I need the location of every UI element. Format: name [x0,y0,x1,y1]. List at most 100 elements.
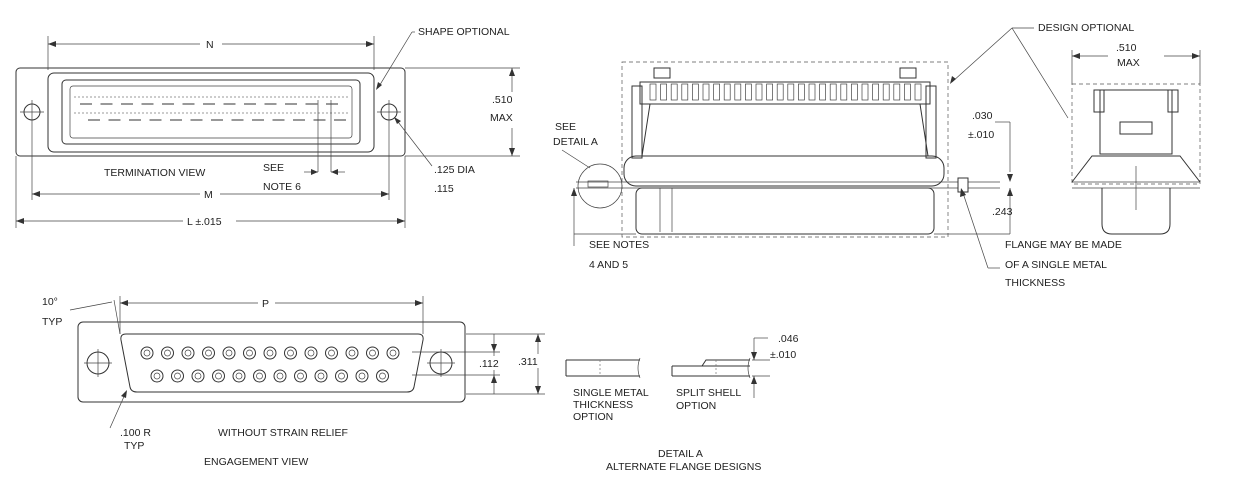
contact-pin-top-inner [266,349,274,357]
contact-pin-bottom [355,369,369,383]
angle-typ: TYP [42,316,62,328]
split-shell-1: SPLIT SHELL [676,387,741,399]
engagement-caption: WITHOUT STRAIN RELIEF [218,427,348,439]
contact-pin-top-inner [328,349,335,357]
contact-pin-bottom-inner [338,372,345,380]
end-plug [1101,188,1171,235]
contact-pin-top [222,346,236,360]
dim-046-label: .046 [778,333,799,345]
contact-pin-top-inner [389,349,397,357]
contact-pin-bottom [212,369,225,383]
see-label: SEE [263,162,284,174]
side-contact-tooth [861,83,869,101]
side-contact-tooth [904,83,911,101]
contact-pin-top-inner [307,349,315,357]
side-latch-left [653,67,671,79]
contact-pin-top [243,346,256,360]
engagement-flange [77,321,466,403]
split-shell-profile [671,359,750,377]
dim-112-label: .112 [479,358,499,370]
side-contact-tooth [893,83,901,101]
contact-pin-top-inner [205,349,212,357]
see-detail-label: SEE [555,121,576,133]
shape-optional-note: SHAPE OPTIONAL [418,26,510,38]
dim-311-label: .311 [518,356,538,368]
contact-pin-bottom [273,369,287,383]
contact-pin-top [140,346,154,360]
contact-pins [140,346,400,383]
termination-view: N M L ±.015 .510 MAX SHAPE OPTIONAL .125… [15,26,520,228]
side-latch-right [899,67,917,79]
side-plug [635,187,935,235]
contact-pin-bottom [335,369,348,383]
contact-pin-bottom-inner [153,372,161,380]
contact-pin-top [386,346,400,360]
hole-offset-label: .115 [434,183,454,195]
side-contact-tooth [914,83,922,101]
contact-pin-bottom-inner [174,372,181,380]
side-contact-tooth [776,83,784,101]
dim-height-max: MAX [490,112,513,124]
contact-pin-bottom-inner [317,372,325,380]
contact-pin-top-inner [369,349,376,357]
termination-flange [15,67,406,157]
dim-030-label: .030 [972,110,993,122]
engagement-title: ENGAGEMENT VIEW [204,456,308,468]
contact-pin-bottom-inner [194,372,202,380]
contact-pin-bottom [171,369,184,383]
side-contact-tooth [660,83,667,101]
contact-pin-bottom-inner [297,372,304,380]
contact-pin-bottom [191,369,205,383]
contact-pin-top-inner [143,349,151,357]
side-cover [639,81,931,105]
side-shell [623,155,945,187]
contact-pin-top-inner [287,349,294,357]
flange-note-1: FLANGE MAY BE MADE [1005,239,1122,251]
contact-pin-top-inner [164,349,171,357]
side-contact-tooth [734,83,742,101]
dim-n-label: N [206,39,214,51]
single-metal-3: OPTION [573,411,613,423]
contact-pin-bottom [314,369,328,383]
contact-pin-bottom-inner [215,372,222,380]
contact-pin-top [284,346,297,360]
side-contact-tooth [745,83,752,101]
side-contact-tooth [787,83,795,101]
contact-pin-top [325,346,338,360]
side-contact-tooth [851,83,858,101]
termination-cavity [69,85,353,139]
end-width-label: .510 [1116,42,1137,54]
contact-pin-top [304,346,318,360]
flange-note-2: OF A SINGLE METAL [1005,259,1107,271]
contact-pin-top-inner [348,349,356,357]
side-contact-tooth [872,83,879,101]
note6-label: NOTE 6 [263,181,301,193]
side-contact-tooth [840,83,848,101]
end-view: .510 MAX [1071,42,1201,235]
contact-pin-top [263,346,277,360]
detail-a-label: DETAIL A [553,136,598,148]
single-metal-1: SINGLE METAL [573,387,649,399]
dim-243-label: .243 [992,206,1013,218]
side-contact-tooth [882,83,890,101]
dim-p-label: P [262,298,269,310]
end-outline-dashed [1071,83,1201,185]
dim-l-label: L ±.015 [187,216,222,228]
contact-pin-bottom [253,369,266,383]
side-contact-tooth [808,83,816,101]
side-body [641,103,929,157]
contact-pin-bottom-inner [379,372,386,380]
detail-a-title: DETAIL A [658,448,703,460]
contact-pin-top-inner [184,349,192,357]
side-view: DESIGN OPTIONAL SEE DETAIL A .030 ±.010 … [553,22,1134,289]
detail-a: SINGLE METAL THICKNESS OPTION SPLIT SHEL… [565,333,799,473]
side-contact-tooth [702,83,710,101]
ribbon-contacts-side [649,83,922,101]
termination-view-title: TERMINATION VIEW [104,167,205,179]
dim-m-label: M [204,189,213,201]
radius-typ: TYP [124,440,144,452]
side-contact-tooth [798,83,805,101]
side-contact-tooth [766,83,773,101]
side-contact-tooth [723,83,731,101]
